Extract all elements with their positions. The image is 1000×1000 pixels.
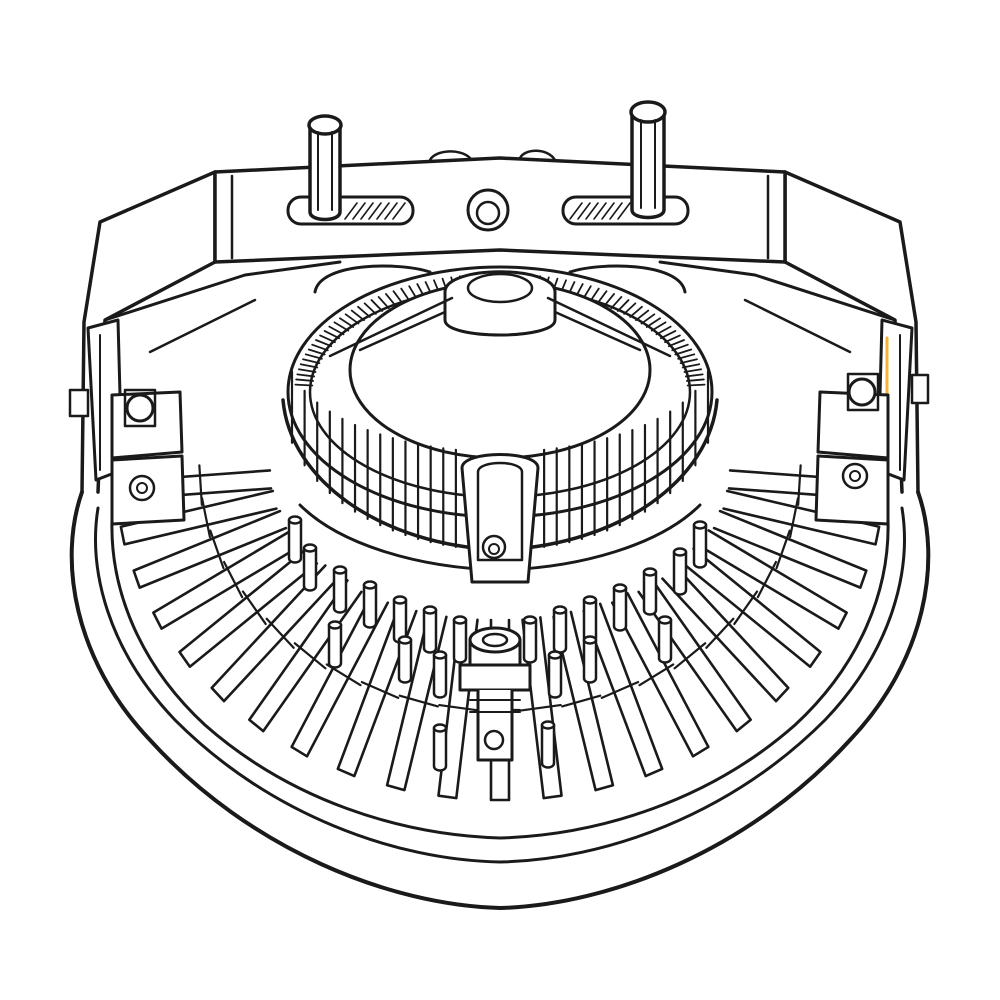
fin-rib: [600, 680, 640, 700]
standoff-post-top: [362, 580, 378, 590]
left-bracket-nut: [128, 474, 156, 502]
fin-rib: [733, 590, 759, 626]
standoff-post: [332, 568, 348, 614]
cooling-fin: [661, 564, 790, 703]
cable-gland: [458, 626, 532, 762]
housing-rim: [69, 490, 931, 910]
standoff-post-top: [612, 583, 628, 593]
fin-rib: [209, 529, 225, 570]
standoff-post: [547, 653, 563, 699]
fin-rib: [775, 529, 791, 570]
fin-rib: [200, 497, 212, 539]
cooling-fin: [132, 509, 288, 589]
standoff-post-top: [547, 650, 563, 660]
standoff-post-top: [432, 650, 448, 660]
standoff-post-top: [552, 605, 568, 615]
fin-rib: [561, 694, 602, 708]
cooling-fin: [681, 547, 822, 669]
standoff-post-top: [657, 615, 673, 625]
fin-rib: [788, 497, 800, 539]
standoff-post-top: [392, 595, 408, 605]
driver-heat-sink: [281, 264, 719, 584]
standoff-post: [397, 638, 413, 684]
cooling-fin: [610, 592, 710, 758]
fin-rib: [222, 560, 244, 599]
fin-rib: [705, 617, 735, 649]
standoff-post: [362, 583, 378, 629]
standoff-post-top: [432, 723, 448, 733]
cooling-fin: [248, 579, 363, 733]
fin-rib: [438, 703, 480, 712]
standoff-post-top: [582, 635, 598, 645]
standoff-post-top: [540, 720, 556, 730]
standoff-post-top: [327, 620, 343, 630]
fin-rib: [241, 590, 267, 626]
cooling-fin: [582, 602, 664, 778]
standoff-post: [672, 550, 688, 596]
fin-rib: [520, 703, 562, 712]
standoff-post-top: [287, 515, 303, 525]
standoff-post: [302, 546, 318, 592]
fin-rib: [265, 617, 295, 649]
fin-rib: [360, 680, 400, 700]
right-mounting-stud: [629, 100, 667, 220]
fin-rib: [756, 560, 778, 599]
terminal-housing: [460, 453, 540, 584]
standoff-post-top: [302, 543, 318, 553]
left-pivot-bolt: [125, 393, 155, 423]
cooling-fin: [290, 592, 390, 758]
standoff-post: [692, 523, 708, 569]
cooling-fin: [178, 547, 319, 669]
standoff-post: [452, 618, 468, 664]
standoff-post: [287, 518, 303, 564]
fin-rib: [198, 464, 203, 506]
cooling-fin: [152, 529, 301, 630]
cooling-fin: [699, 529, 848, 630]
cooling-fin: [712, 509, 868, 589]
fin-rib: [673, 642, 707, 670]
standoff-post: [582, 638, 598, 684]
cooling-fin: [119, 489, 278, 546]
standoff-post: [432, 653, 448, 699]
standoff-post: [432, 726, 448, 772]
standoff-post: [540, 723, 556, 769]
fin-rib: [293, 642, 327, 670]
left-mounting-stud: [307, 114, 343, 222]
standoff-post-top: [522, 615, 538, 625]
mounting-bracket: [213, 149, 787, 264]
standoff-post: [612, 586, 628, 632]
cooling-fin: [637, 579, 752, 733]
right-adjustment-slot: [561, 195, 690, 226]
standoff-posts: [287, 515, 708, 772]
left-side-bracket: [68, 318, 186, 526]
cooling-fin: [336, 602, 418, 778]
standoff-post-top: [422, 605, 438, 615]
standoff-post-top: [582, 595, 598, 605]
fin-rib: [398, 694, 439, 708]
right-side-bracket: [814, 318, 930, 526]
standoff-post-top: [642, 567, 658, 577]
standoff-post-top: [672, 547, 688, 557]
standoff-post-top: [452, 615, 468, 625]
standoff-post: [327, 623, 343, 669]
standoff-post-top: [692, 520, 708, 530]
standoff-post: [642, 570, 658, 616]
cooling-fin: [210, 564, 339, 703]
right-pivot-bolt: [847, 377, 877, 407]
standoff-post: [422, 608, 438, 654]
standoff-post-top: [332, 565, 348, 575]
radial-cooling-fins: [113, 464, 887, 802]
standoff-post: [657, 618, 673, 664]
standoff-post: [552, 608, 568, 654]
standoff-post-top: [397, 635, 413, 645]
right-bracket-nut: [841, 462, 869, 490]
fin-rib: [638, 663, 675, 687]
standoff-post: [522, 618, 538, 664]
driver-hub: [443, 270, 557, 337]
cooling-fin: [722, 489, 881, 546]
